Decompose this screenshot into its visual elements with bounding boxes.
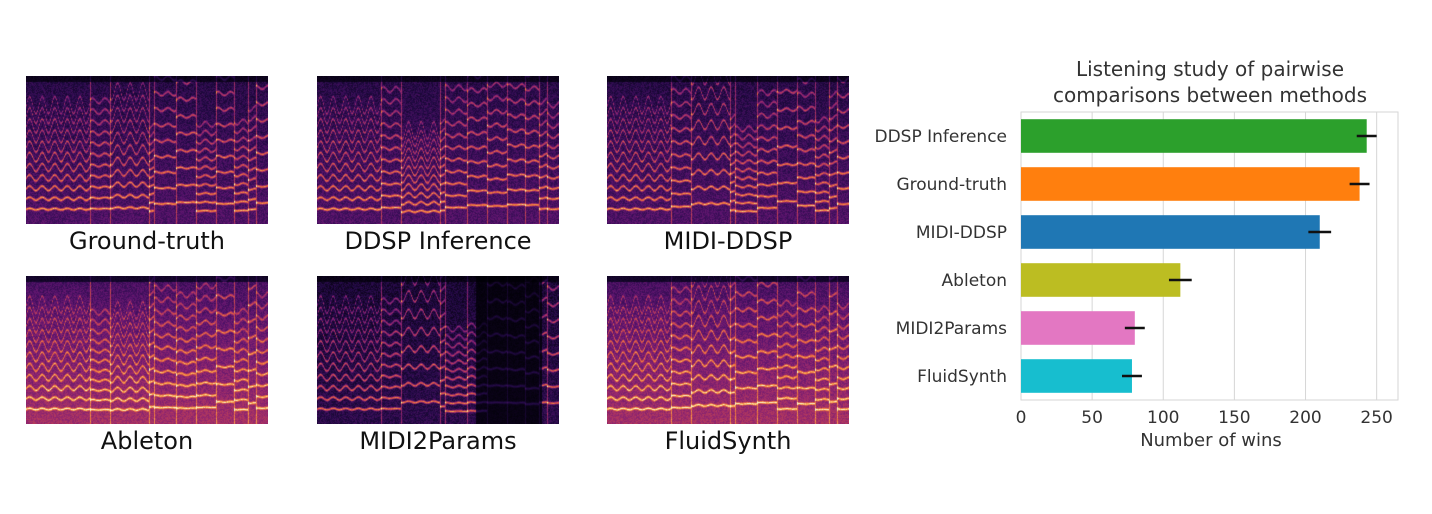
spectrogram-label: Ground-truth bbox=[68, 227, 226, 255]
spectrogram-panel-midi-ddsp: MIDI-DDSP bbox=[607, 76, 849, 255]
category-label: Ableton bbox=[942, 271, 1007, 291]
spectrogram-label: Ableton bbox=[100, 427, 194, 455]
x-tick-label: 100 bbox=[1147, 408, 1179, 428]
spectrogram-panel-ddsp-inference: DDSP Inference bbox=[317, 76, 559, 255]
category-label: Ground-truth bbox=[896, 175, 1007, 195]
plot-frame bbox=[1020, 111, 1399, 401]
chart-bars bbox=[1021, 119, 1377, 393]
bar bbox=[1021, 119, 1367, 153]
spectrogram-label: MIDI2Params bbox=[359, 427, 517, 455]
x-axis-label: Number of wins bbox=[1140, 430, 1282, 451]
category-label: MIDI2Params bbox=[896, 319, 1007, 339]
spectrogram-image bbox=[26, 276, 268, 424]
x-tick-label: 150 bbox=[1218, 408, 1250, 428]
spectrogram-label: MIDI-DDSP bbox=[663, 227, 793, 255]
chart-x-ticks: 0 50 100 150 200 250 bbox=[1016, 408, 1393, 428]
spectrogram-image bbox=[607, 76, 849, 224]
spectrogram-image bbox=[317, 76, 559, 224]
spectrogram-image bbox=[607, 276, 849, 424]
spectrogram-image bbox=[317, 276, 559, 424]
x-tick-label: 200 bbox=[1289, 408, 1321, 428]
spectrogram-panel-ground-truth: Ground-truth bbox=[26, 76, 268, 255]
listening-study-chart: Listening study of pairwise comparisons … bbox=[874, 57, 1399, 451]
chart-title-line-1: Listening study of pairwise bbox=[1076, 57, 1344, 81]
spectrogram-image bbox=[26, 76, 268, 224]
bar bbox=[1021, 263, 1181, 297]
spectrogram-label: DDSP Inference bbox=[344, 227, 532, 255]
x-tick-label: 50 bbox=[1081, 408, 1103, 428]
spectrogram-panel-fluidsynth: FluidSynth bbox=[607, 276, 849, 455]
bar bbox=[1021, 167, 1360, 201]
x-tick-label: 250 bbox=[1360, 408, 1392, 428]
chart-title-line-2: comparisons between methods bbox=[1053, 83, 1367, 107]
bar bbox=[1021, 215, 1320, 249]
chart-gridlines bbox=[1020, 111, 1399, 401]
spectrogram-panel-ableton: Ableton bbox=[26, 276, 268, 455]
category-label: DDSP Inference bbox=[874, 127, 1007, 147]
spectrogram-panel-midi2params: MIDI2Params bbox=[317, 276, 559, 455]
spectrogram-label: FluidSynth bbox=[664, 427, 792, 455]
category-label: MIDI-DDSP bbox=[916, 223, 1007, 243]
bar bbox=[1021, 359, 1132, 393]
category-label: FluidSynth bbox=[917, 367, 1007, 387]
x-tick-label: 0 bbox=[1016, 408, 1027, 428]
bar bbox=[1021, 311, 1135, 345]
